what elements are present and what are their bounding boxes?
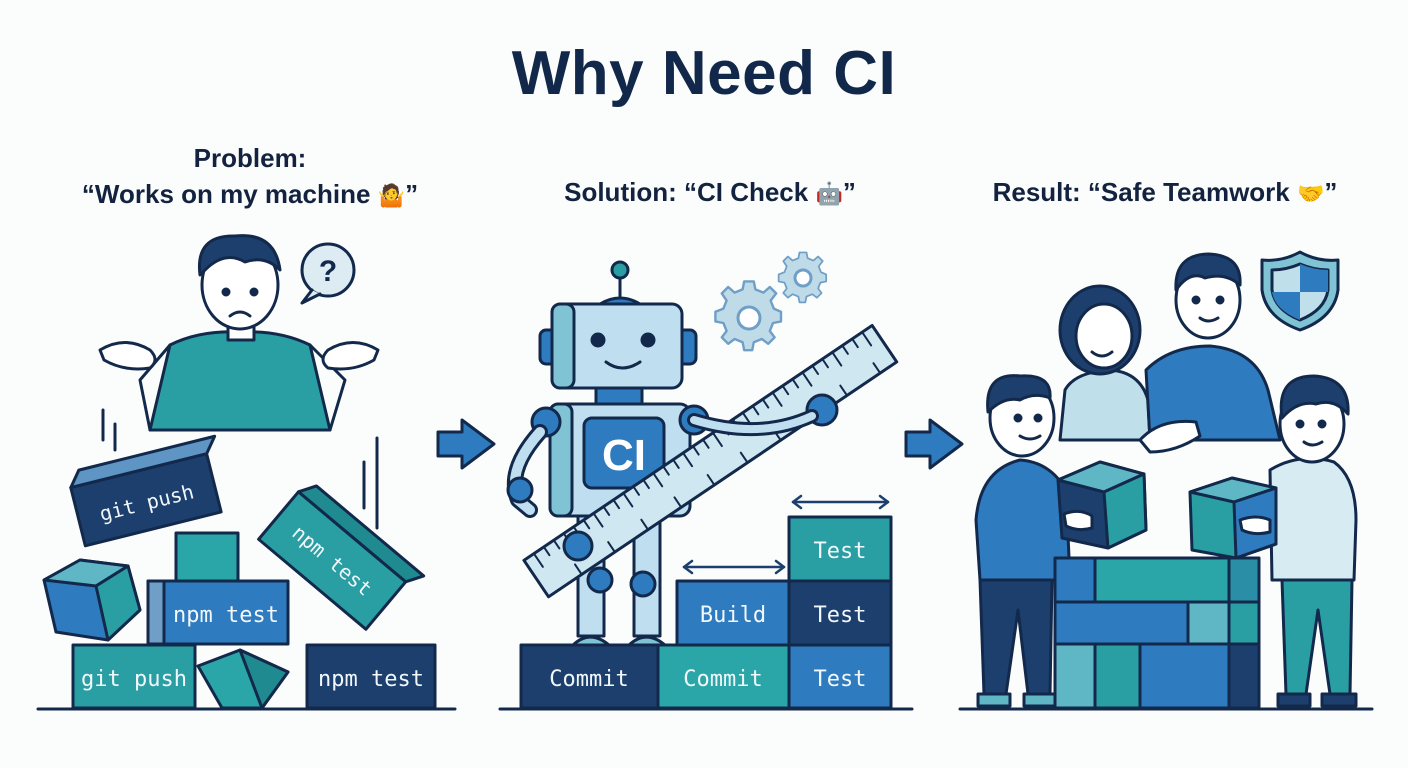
svg-text:git push: git push — [81, 667, 187, 692]
question-bubble-icon: ? — [300, 242, 356, 305]
problem-heading: Problem: “Works on my machine 🤷” — [40, 140, 460, 215]
svg-text:npm test: npm test — [173, 603, 279, 628]
ci-blocks-stack: Commit Commit Test Build Test Test — [498, 494, 914, 711]
shield-icon — [1260, 250, 1340, 332]
messy-blocks-pile: git push npm test npm test git push npm … — [36, 434, 457, 711]
ruler-icon — [522, 323, 899, 599]
svg-text:npm test: npm test — [318, 667, 424, 692]
team-people — [974, 252, 1358, 708]
stacked-wall — [1053, 556, 1261, 710]
arrow-right-icon — [436, 418, 496, 470]
page-title: Why Need CI — [511, 39, 897, 108]
svg-text:Test: Test — [814, 667, 867, 692]
robot-emoji-icon: 🤖 — [815, 182, 843, 207]
svg-text:CI: CI — [602, 431, 646, 480]
svg-text:Test: Test — [814, 603, 867, 628]
svg-text:Commit: Commit — [683, 667, 762, 692]
result-heading: Result: “Safe Teamwork 🤝” — [992, 177, 1338, 207]
handshake-emoji-icon: 🤝 — [1297, 182, 1325, 207]
svg-text:Build: Build — [700, 603, 766, 628]
confused-developer: ? — [98, 234, 380, 530]
shrug-emoji-icon: 🤷 — [377, 184, 406, 209]
ci-badge — [582, 416, 666, 490]
svg-text:Test: Test — [814, 539, 867, 564]
svg-text:?: ? — [319, 255, 337, 288]
arrow-right-icon — [904, 418, 964, 470]
svg-text:Commit: Commit — [549, 667, 628, 692]
solution-heading: Solution: “CI Check 🤖” — [564, 177, 856, 207]
problem-heading-line2: “Works on my machine 🤷” — [81, 179, 419, 209]
gears-icon — [714, 251, 828, 352]
problem-heading-line1: Problem: — [193, 143, 307, 173]
